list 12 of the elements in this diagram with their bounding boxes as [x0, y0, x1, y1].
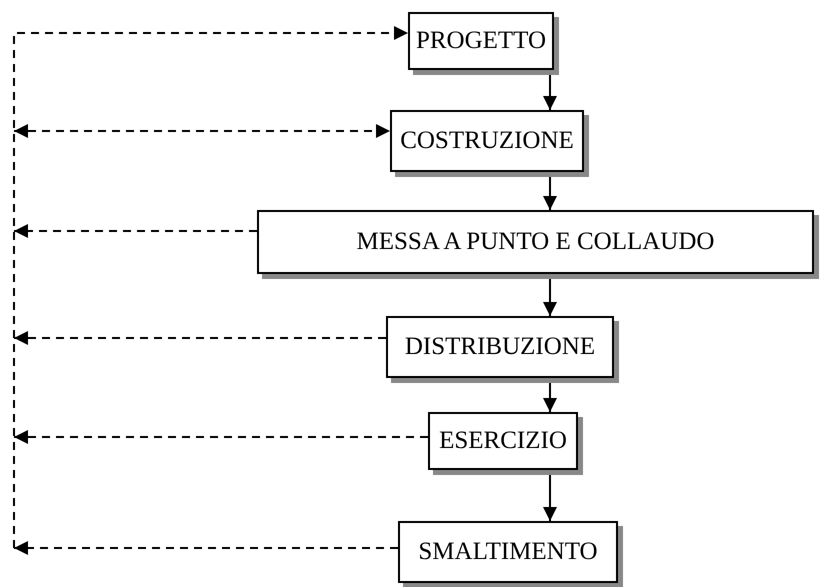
feedback-arrow — [13, 26, 408, 548]
phase-label: ESERCIZIO — [439, 427, 567, 455]
feedback-arrow — [14, 331, 386, 345]
phase-label: COSTRUZIONE — [400, 127, 574, 155]
phase-label: PROGETTO — [416, 27, 546, 55]
phase-label: DISTRIBUZIONE — [404, 333, 596, 361]
phase-label: SMALTIMENTO — [418, 538, 598, 566]
feedback-arrow — [14, 541, 398, 555]
feedback-arrow — [14, 430, 428, 444]
feedback-arrow — [14, 224, 257, 238]
phase-label: MESSA A PUNTO E COLLAUDO — [356, 228, 714, 256]
feedback-arrow — [14, 124, 390, 138]
